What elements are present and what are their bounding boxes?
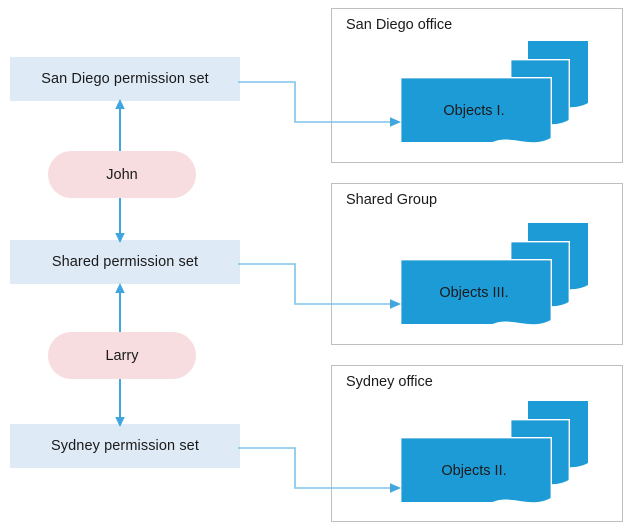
group-container-shared-group: Shared Group Objects III. <box>331 183 623 345</box>
group-title: Sydney office <box>346 374 433 390</box>
permission-set-label: Sydney permission set <box>51 438 199 454</box>
document-stack-icon[interactable]: Objects III. <box>400 223 600 328</box>
permission-set-box-sydney[interactable]: Sydney permission set <box>10 424 240 468</box>
group-container-sydney-office: Sydney office Objects II. <box>331 365 623 522</box>
user-pill-larry[interactable]: Larry <box>48 332 196 379</box>
group-title: Shared Group <box>346 192 438 208</box>
group-container-san-diego-office: San Diego office Objects I. <box>331 8 623 163</box>
connector-sydney-to-objects <box>238 440 404 498</box>
group-title: San Diego office <box>346 17 453 33</box>
user-label: John <box>106 166 138 183</box>
document-stack-icon[interactable]: Objects II. <box>400 401 600 506</box>
permission-set-label: Shared permission set <box>51 254 199 270</box>
permission-set-box-shared[interactable]: Shared permission set <box>10 240 240 284</box>
connector-san-diego-to-objects <box>238 74 404 132</box>
user-label: Larry <box>105 347 139 364</box>
permission-set-box-san-diego[interactable]: San Diego permission set <box>10 57 240 101</box>
connector-shared-to-objects <box>238 256 404 314</box>
permission-set-label: San Diego permission set <box>41 71 209 87</box>
user-pill-john[interactable]: John <box>48 151 196 198</box>
document-stack-icon[interactable]: Objects I. <box>400 41 600 146</box>
